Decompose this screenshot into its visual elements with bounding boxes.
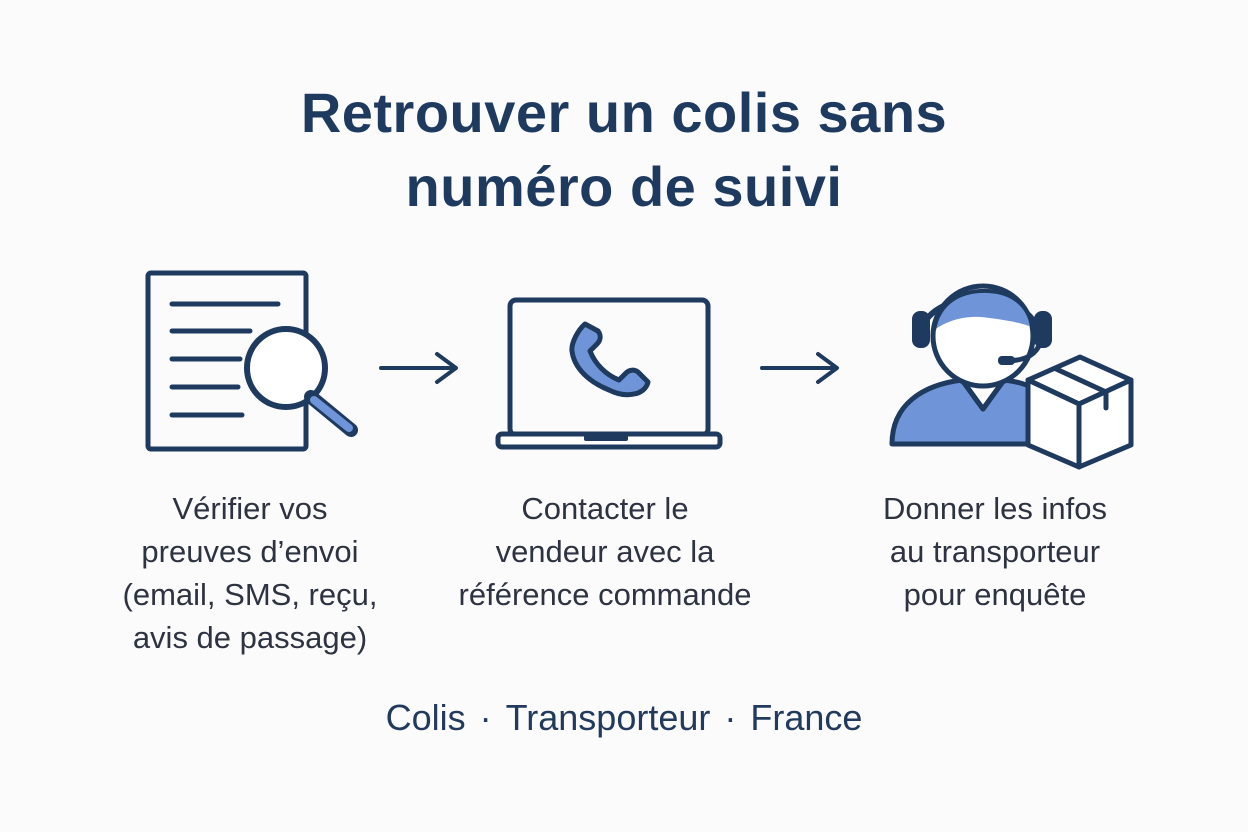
step-3-line-1: Donner les infos: [882, 491, 1107, 526]
step-3-line-3: pour enquête: [903, 577, 1087, 612]
step-2-text: Contacter le vendeur avec la référence c…: [430, 487, 780, 616]
step-1-text: Vérifier vos preuves d’envoi (email, SMS…: [90, 487, 410, 659]
arrow-right-icon: [760, 352, 839, 384]
footer-tags: Colis · Transporteur · France: [0, 694, 1248, 742]
step-1-line-4: avis de passage): [132, 620, 368, 655]
title-line-1: Retrouver un colis sans: [300, 81, 948, 144]
step-3-text: Donner les infos au transporteur pour en…: [845, 487, 1145, 616]
title-line-2: numéro de suivi: [405, 155, 843, 218]
footer-tag-france: France: [750, 697, 863, 738]
document-search-icon: [145, 270, 358, 452]
step-2-line-3: référence commande: [458, 577, 752, 612]
support-agent-package-icon: [889, 283, 1134, 470]
step-2-line-2: vendeur avec la: [495, 534, 715, 569]
footer-tag-transporteur: Transporteur: [505, 697, 711, 738]
step-3-line-2: au transporteur: [889, 534, 1101, 569]
step-2-line-1: Contacter le: [521, 491, 689, 526]
footer-separator: ·: [724, 697, 737, 738]
step-1-line-3: (email, SMS, reçu,: [122, 577, 378, 612]
arrow-right-icon: [379, 352, 458, 384]
footer-tag-colis: Colis: [385, 697, 466, 738]
page-title: Retrouver un colis sans numéro de suivi: [0, 76, 1248, 224]
laptop-phone-icon: [495, 297, 723, 450]
step-1-line-1: Vérifier vos: [172, 491, 328, 526]
step-1-line-2: preuves d’envoi: [141, 534, 359, 569]
footer-separator: ·: [479, 697, 492, 738]
